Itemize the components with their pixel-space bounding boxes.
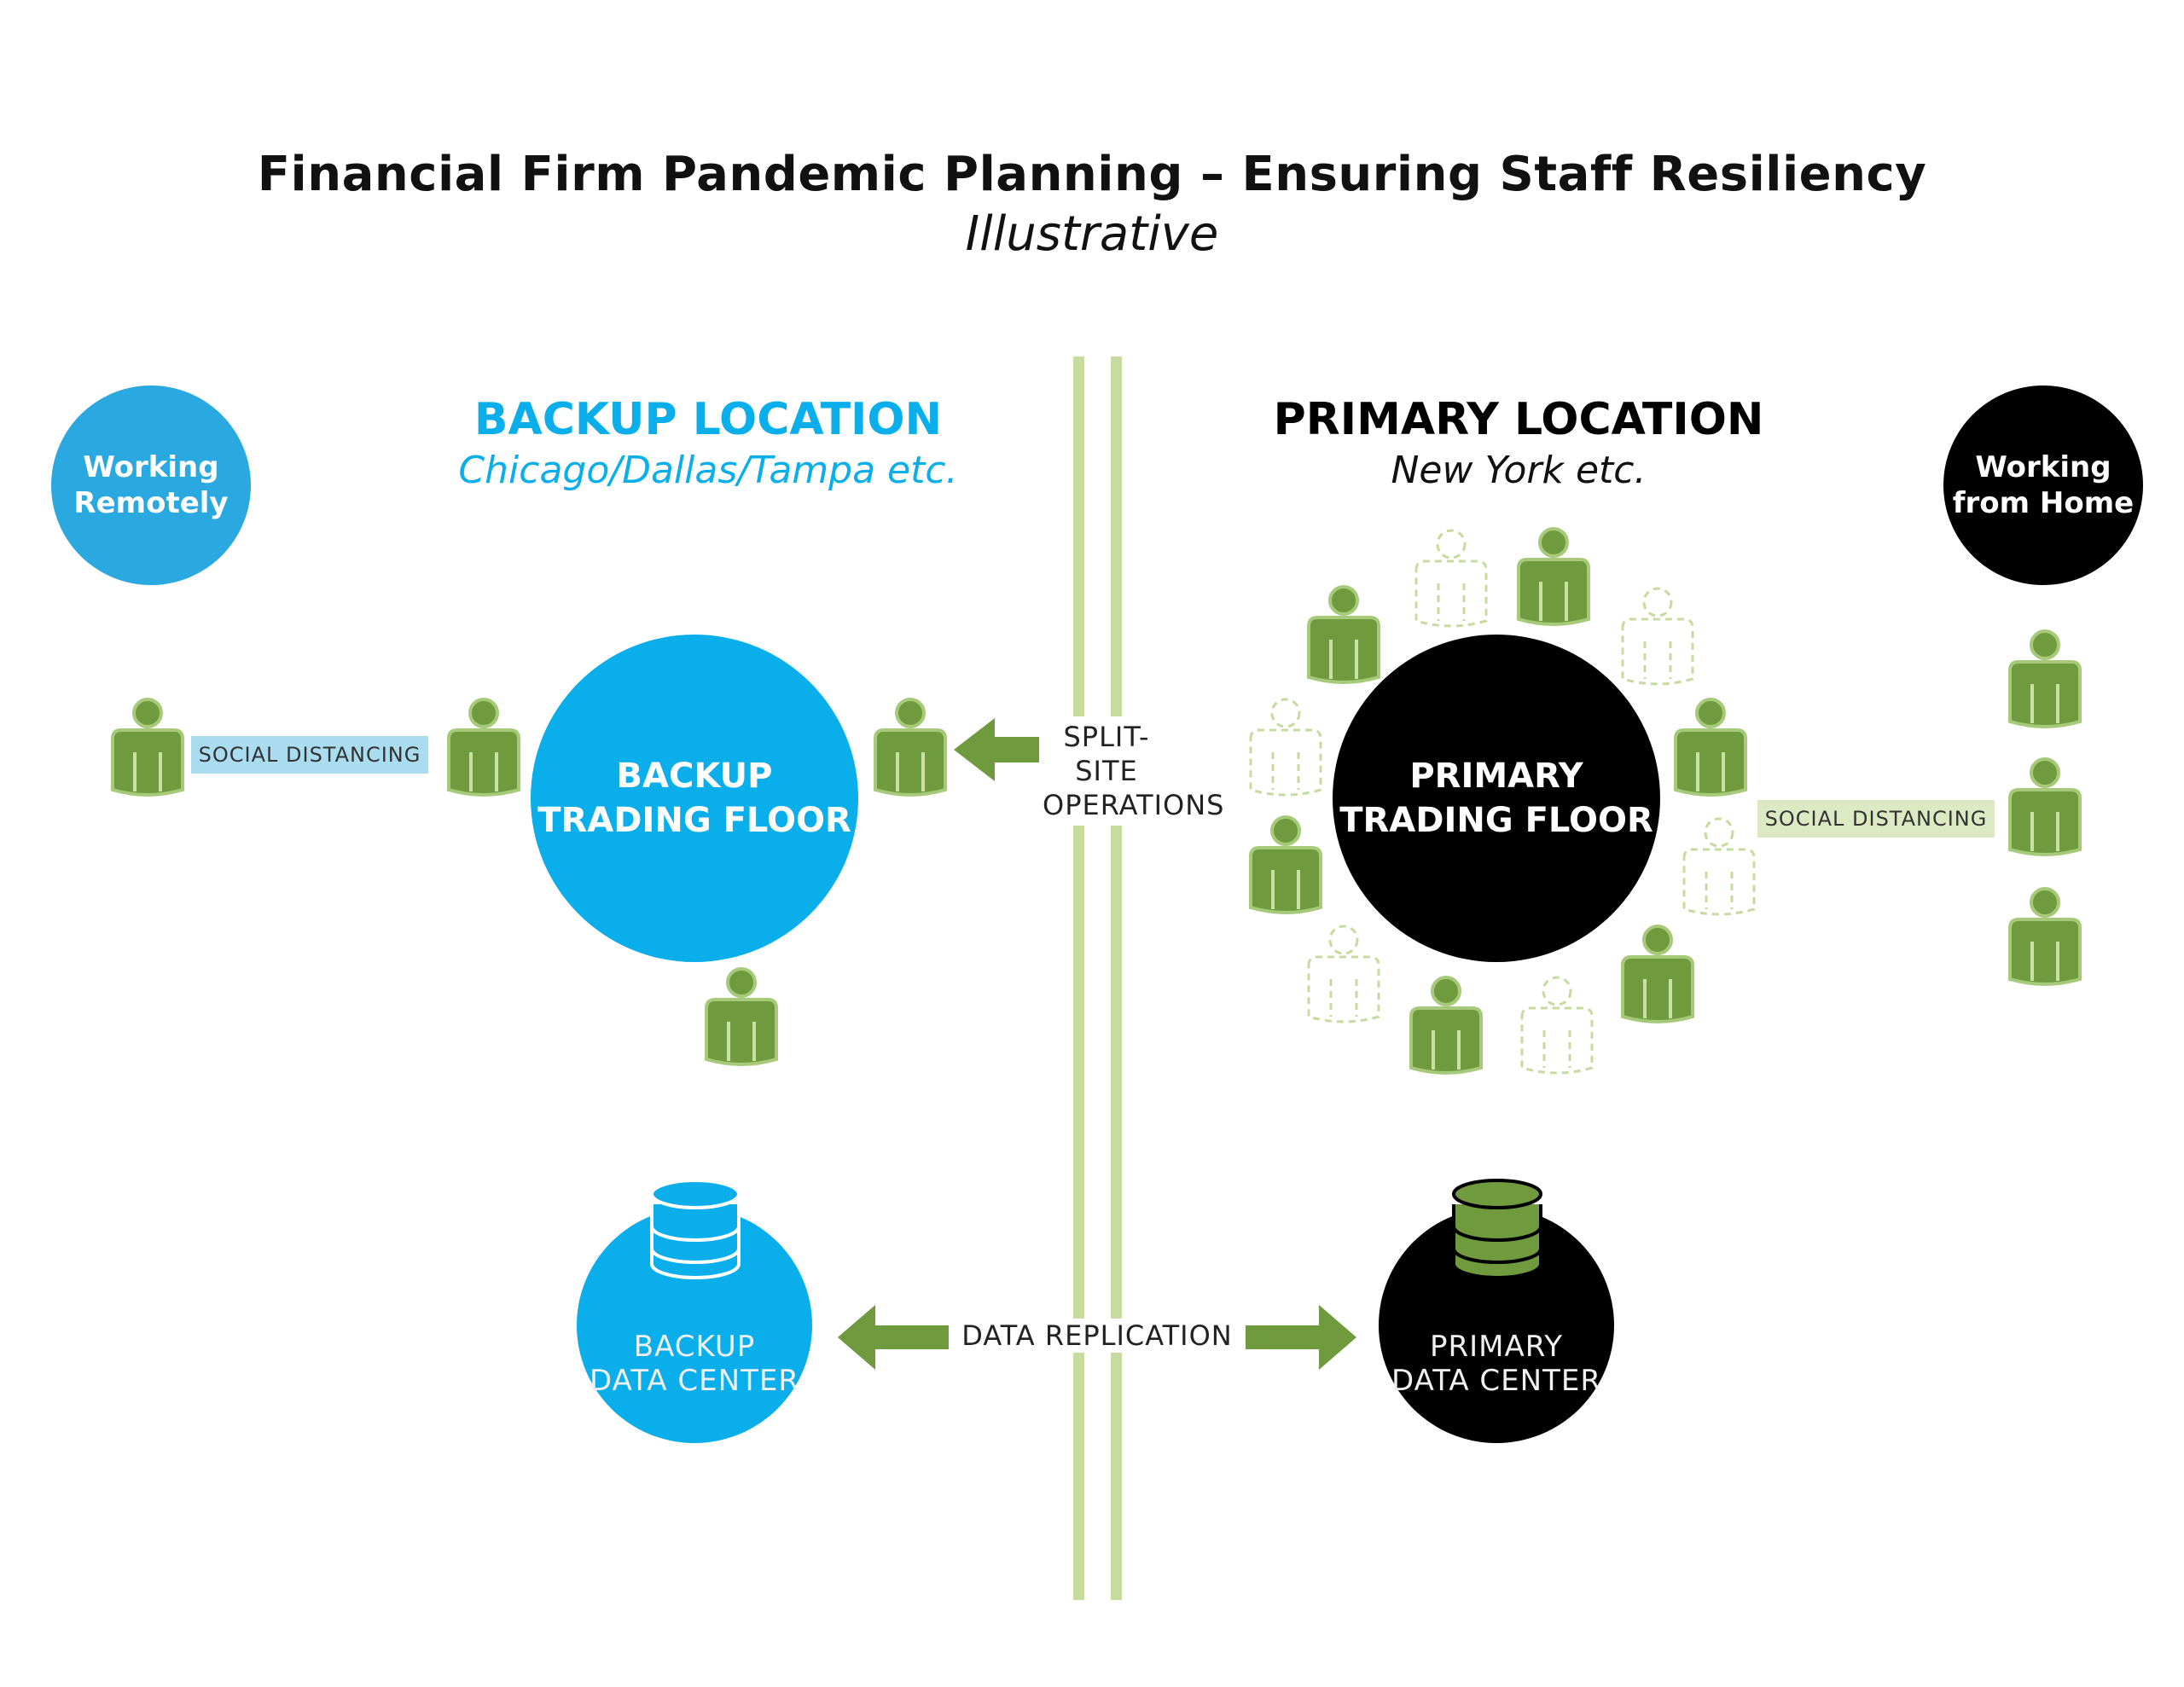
divider-rail-right — [1111, 357, 1122, 1600]
working-remotely-label-2: Remotely — [73, 486, 229, 520]
person-outline-icon — [1414, 529, 1488, 628]
replication-arrow-right-icon — [1246, 1305, 1356, 1370]
primary-database-icon — [1452, 1179, 1542, 1279]
working-from-home-circle: Working from Home — [1943, 386, 2143, 585]
working-from-home-label-2: from Home — [1952, 486, 2135, 520]
backup-dc-label-2: DATA CENTER — [590, 1364, 799, 1398]
backup-floor-label-1: BACKUP — [616, 757, 773, 796]
replication-arrow-left-icon — [838, 1305, 949, 1370]
person-outline-icon — [1249, 698, 1322, 797]
page-subtitle: Illustrative — [965, 206, 1219, 262]
data-replication-label: DATA REPLICATION — [949, 1319, 1246, 1353]
backup-location-cities: Chicago/Dallas/Tampa etc. — [458, 449, 958, 492]
person-icon — [1517, 527, 1590, 626]
primary-location-cities: New York etc. — [1391, 449, 1647, 492]
social-distancing-tag-primary: SOCIAL DISTANCING — [1757, 800, 1995, 838]
person-outline-icon — [1682, 817, 1756, 916]
page-title: Financial Firm Pandemic Planning – Ensur… — [257, 147, 1927, 202]
person-icon — [1674, 698, 1747, 797]
person-icon — [2008, 629, 2082, 728]
primary-trading-floor: PRIMARY TRADING FLOOR — [1333, 635, 1660, 962]
backup-location-heading: BACKUP LOCATION — [473, 394, 943, 445]
person-outline-icon — [1307, 925, 1380, 1023]
split-site-label: SPLIT-SITE OPERATIONS — [1034, 716, 1225, 826]
primary-data-center: PRIMARY DATA CENTER — [1379, 1208, 1614, 1443]
split-site-label-1: SPLIT-SITE — [1063, 721, 1150, 787]
primary-floor-label-2: TRADING FLOOR — [1339, 801, 1653, 840]
working-remotely-circle: Working Remotely — [51, 386, 251, 585]
person-icon — [874, 698, 947, 797]
person-icon — [2008, 757, 2082, 856]
divider-rail-left — [1073, 357, 1084, 1600]
primary-dc-label-1: PRIMARY — [1430, 1330, 1563, 1364]
person-icon — [1621, 925, 1694, 1023]
primary-location-heading: PRIMARY LOCATION — [1273, 394, 1764, 445]
person-outline-icon — [1520, 976, 1594, 1075]
backup-dc-label-1: BACKUP — [633, 1330, 756, 1364]
person-icon — [1409, 976, 1483, 1075]
primary-dc-label-2: DATA CENTER — [1391, 1364, 1601, 1398]
working-from-home-label-1: Working — [1975, 450, 2111, 484]
primary-floor-label-1: PRIMARY — [1409, 757, 1583, 796]
backup-trading-floor: BACKUP TRADING FLOOR — [531, 635, 858, 962]
person-icon — [2008, 887, 2082, 986]
person-icon — [111, 698, 184, 797]
split-site-arrow-icon — [954, 718, 1039, 781]
backup-floor-label-2: TRADING FLOOR — [537, 801, 851, 840]
person-icon — [1249, 815, 1322, 914]
person-outline-icon — [1621, 587, 1694, 686]
backup-database-icon — [650, 1179, 741, 1279]
split-site-label-2: OPERATIONS — [1043, 789, 1225, 821]
person-icon — [1307, 585, 1380, 684]
person-icon — [447, 698, 520, 797]
working-remotely-label-1: Working — [83, 450, 219, 484]
person-icon — [705, 967, 778, 1066]
social-distancing-tag-backup: SOCIAL DISTANCING — [191, 736, 428, 774]
